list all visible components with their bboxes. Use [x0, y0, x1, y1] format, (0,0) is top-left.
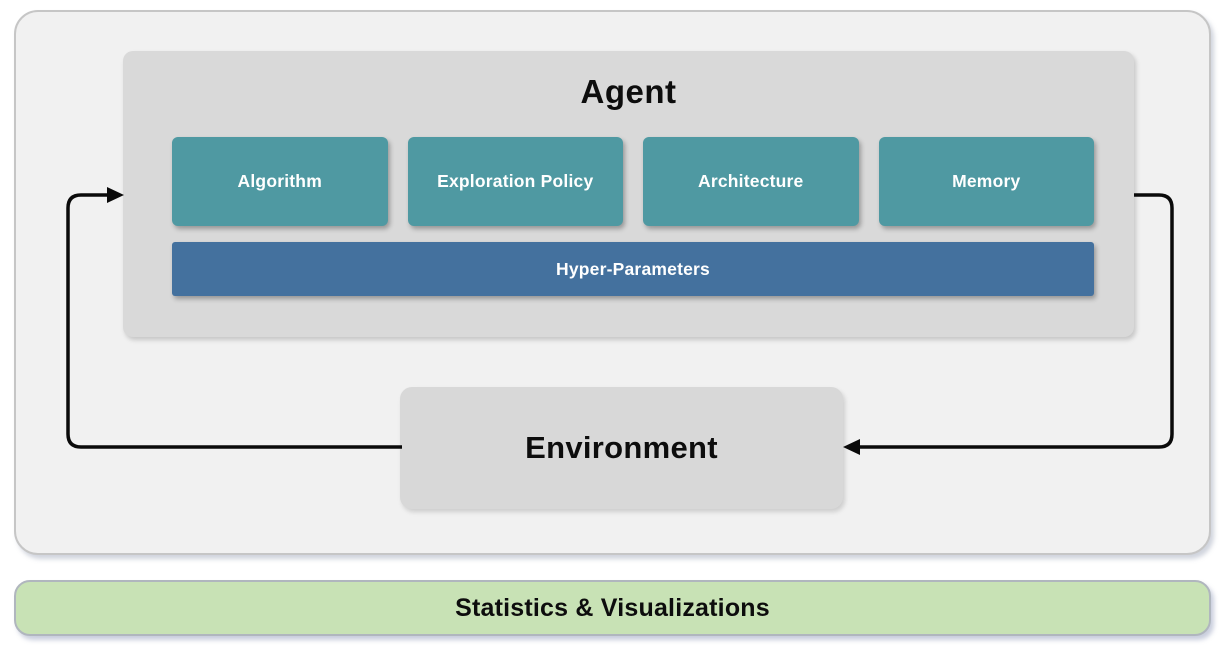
component-memory: Memory	[878, 137, 1094, 226]
component-algorithm: Algorithm	[172, 137, 388, 226]
hyper-parameters-bar: Hyper-Parameters	[172, 242, 1094, 296]
statistics-visualizations-bar: Statistics & Visualizations	[14, 580, 1211, 636]
environment-box: Environment	[400, 387, 843, 509]
component-architecture: Architecture	[643, 137, 859, 226]
agent-title: Agent	[580, 73, 677, 110]
agent-component-row: Algorithm Exploration Policy Architectur…	[172, 137, 1094, 226]
agent-container: Agent Algorithm Exploration Policy Archi…	[123, 51, 1134, 337]
component-exploration-policy: Exploration Policy	[407, 137, 623, 226]
